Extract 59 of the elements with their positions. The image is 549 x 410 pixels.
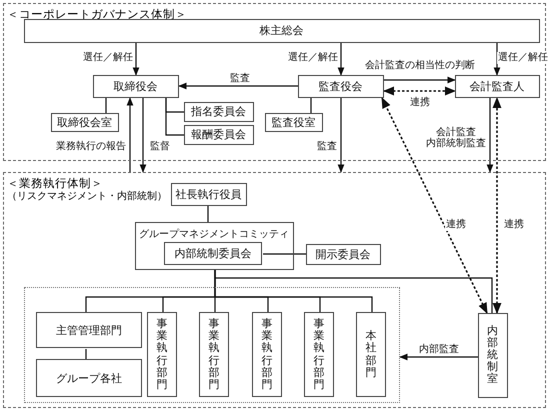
connector-line <box>165 98 184 136</box>
connector-line <box>214 270 373 313</box>
arrow <box>382 86 456 96</box>
arrow <box>178 82 298 90</box>
box-label: 株主総会 <box>260 23 304 38</box>
connector-line <box>207 206 209 222</box>
arrow <box>381 97 488 314</box>
connector-line <box>310 98 312 113</box>
arrow <box>338 43 344 76</box>
section-heading: （リスクマネジメント・内部統制） <box>7 190 167 203</box>
box-label: 取締役会室 <box>57 114 112 130</box>
arrow <box>486 98 494 173</box>
box-label: 報酬委員会 <box>191 127 246 142</box>
arrow <box>338 98 344 173</box>
connector-line <box>105 98 107 113</box>
edge-label: 連携 <box>503 219 525 230</box>
box-label: 指名委員会 <box>191 104 246 119</box>
box-label: 内部統制委員会 <box>174 246 252 261</box>
edge-label: 選任／解任 <box>287 52 339 64</box>
arrow <box>399 354 478 360</box>
arrow <box>132 43 140 76</box>
box-label: 監査役会 <box>318 78 362 94</box>
box-label: 監査役室 <box>272 114 316 130</box>
edge-label: 監査 <box>229 73 251 84</box>
box-label: 取締役会 <box>114 78 158 94</box>
edge-label: 業務執行の報告 <box>55 141 127 152</box>
box-label: 開示委員会 <box>316 246 370 262</box>
group-frame <box>24 286 400 402</box>
arrow <box>494 43 500 76</box>
box-label: 事業執行部門 <box>156 318 168 391</box>
box-label: 事業執行部門 <box>208 318 220 391</box>
box-label: 社長執行役員 <box>176 186 242 202</box>
box-label: 内部統制室 <box>487 324 498 386</box>
edge-label: 会計監査の相当性の判断 <box>364 60 476 72</box>
arrow <box>140 98 146 173</box>
edge-label: 連携 <box>409 97 431 108</box>
connector-line <box>85 349 87 360</box>
arrow <box>492 96 502 314</box>
edge-label: 選任／解任 <box>497 52 549 64</box>
edge-label: 監督 <box>149 141 171 152</box>
box-label: 事業執行部門 <box>262 318 272 391</box>
edge-label: 会計監査内部統制監査 <box>425 126 487 150</box>
committee-box <box>134 222 294 270</box>
section-frame <box>3 172 546 408</box>
edge-label: 選任／解任 <box>82 52 134 64</box>
box-label: 主管管理部門 <box>56 322 122 338</box>
box-label: グループ各社 <box>56 370 122 386</box>
box-label: 事業執行部門 <box>314 318 324 391</box>
edge-label: 監査 <box>316 141 338 152</box>
arrow <box>384 76 456 84</box>
arrow <box>126 97 134 172</box>
edge-label: 連携 <box>445 219 467 230</box>
edge-label: 内部監査 <box>418 344 460 356</box>
box-label: 会計監査人 <box>470 78 524 94</box>
committee-name: グループマネジメントコミッティ <box>139 228 289 240</box>
section-heading: ＜コーポレートガバナンス体制＞ <box>7 7 187 22</box>
connector-line <box>263 253 306 255</box>
section-heading: ＜業務執行体制＞ <box>7 176 103 191</box>
box-label: 本社部門 <box>366 330 376 379</box>
